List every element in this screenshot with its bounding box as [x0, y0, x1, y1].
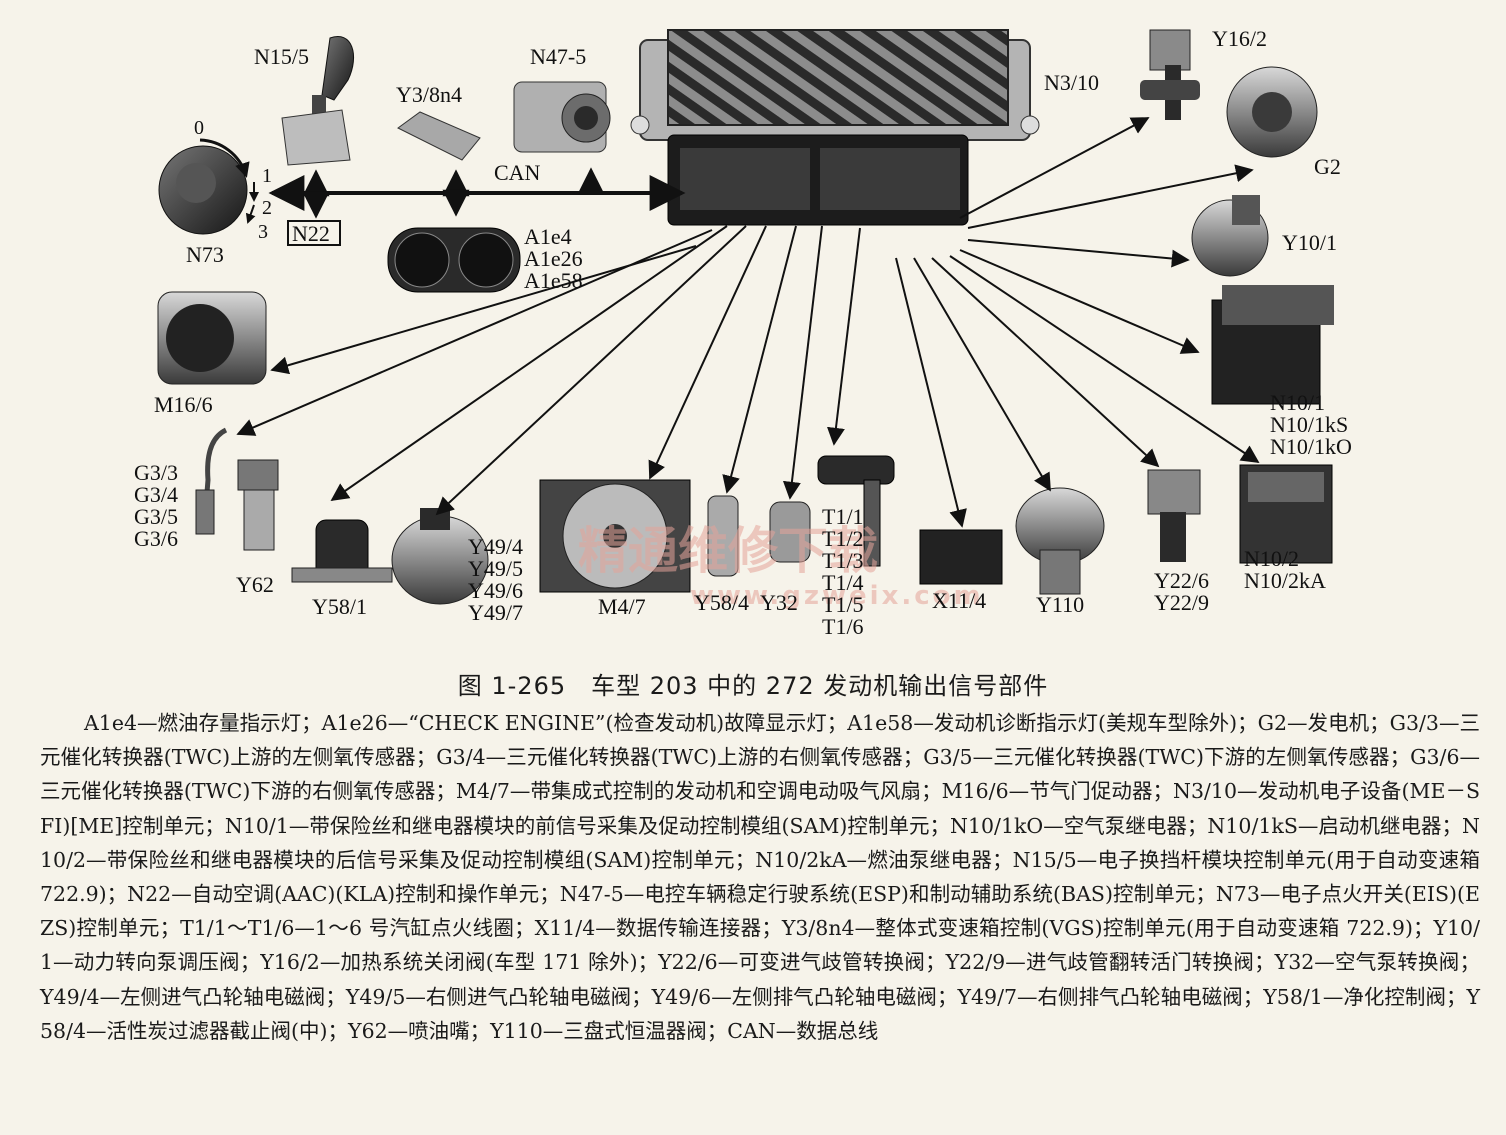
- label-n10-1-a: N10/1: [1270, 390, 1325, 415]
- figure-legend: A1e4—燃油存量指示灯；A1e26—“CHECK ENGINE”(检查发动机)…: [40, 711, 1480, 1043]
- label-y16-2: Y16/2: [1212, 26, 1267, 51]
- injector-y62: [237, 459, 279, 551]
- label-pos-1: 1: [262, 165, 272, 187]
- esp-unit-n47-5: [513, 81, 611, 153]
- label-n15-5: N15/5: [254, 44, 309, 69]
- steering-valve-y10-1: [1191, 195, 1269, 277]
- label-g3-3: G3/3: [134, 460, 178, 485]
- label-can: CAN: [494, 160, 541, 185]
- tcu-y3-8n4: [397, 111, 481, 161]
- label-t1-2: T1/2: [822, 526, 864, 551]
- fan-m4-7: [539, 479, 691, 593]
- label-n10-1-c: N10/1kO: [1270, 434, 1352, 459]
- output-arrows: [236, 117, 1260, 528]
- instrument-cluster-a1e: [387, 227, 521, 293]
- figure-caption: 图 1-265 车型 203 中的 272 发动机输出信号部件: [457, 672, 1049, 700]
- label-x11-4: X11/4: [932, 588, 986, 613]
- label-pos-3: 3: [258, 221, 268, 243]
- label-y32: Y32: [760, 590, 798, 615]
- purge-valve-y58-1: [291, 519, 393, 583]
- ignition-coil-t1: [817, 455, 895, 567]
- label-y110: Y110: [1036, 592, 1084, 617]
- label-y49-6: Y49/6: [468, 578, 523, 603]
- label-n10-2-a: N10/2: [1244, 546, 1299, 571]
- label-t1-4: T1/4: [822, 570, 864, 595]
- label-y22-6: Y22/6: [1154, 568, 1209, 593]
- valve-y22: [1147, 469, 1201, 562]
- label-t1-5: T1/5: [822, 592, 864, 617]
- label-g3-4: G3/4: [134, 482, 178, 507]
- component-diagram: 精通维修下载 www.gzweix.com N15/5 Y3/8n4 N47-5…: [134, 26, 1352, 639]
- o2-sensor-g3: [195, 427, 228, 535]
- label-n10-1-b: N10/1kS: [1270, 412, 1348, 437]
- label-n10-2-b: N10/2kA: [1244, 568, 1326, 593]
- label-y3-8n4: Y3/8n4: [396, 82, 462, 107]
- thermostat-y110: [1015, 487, 1105, 595]
- valve-y16-2: [1140, 29, 1200, 120]
- n22-box: [287, 220, 341, 246]
- label-a1e26: A1e26: [524, 246, 583, 271]
- label-m16-6: M16/6: [154, 392, 213, 417]
- label-a1e58: A1e58: [524, 268, 583, 293]
- label-n22: N22: [292, 221, 330, 246]
- label-y58-4: Y58/4: [694, 590, 749, 615]
- label-a1e4: A1e4: [524, 224, 572, 249]
- sam-module-n10-2: [1239, 464, 1333, 564]
- label-y10-1: Y10/1: [1282, 230, 1337, 255]
- valve-y32: [769, 501, 811, 563]
- label-n47-5: N47-5: [530, 44, 586, 69]
- watermark-text: 精通维修下载: [578, 522, 878, 580]
- label-n3-10: N3/10: [1044, 70, 1099, 95]
- label-g3-6: G3/6: [134, 526, 178, 551]
- label-y22-9: Y22/9: [1154, 590, 1209, 615]
- label-g2: G2: [1314, 154, 1341, 179]
- component-labels: N15/5 Y3/8n4 N47-5 N3/10 Y16/2 G2 Y10/1 …: [134, 26, 1352, 639]
- label-pos-0: 0: [194, 117, 204, 139]
- label-t1-1: T1/1: [822, 504, 864, 529]
- watermark-url: www.gzweix.com: [690, 581, 984, 611]
- label-y49-7: Y49/7: [468, 600, 523, 625]
- gear-selector-n15-5: [281, 36, 355, 166]
- label-y58-1: Y58/1: [312, 594, 367, 619]
- valve-y58-4: [707, 495, 739, 577]
- ecu-n3-10: [630, 29, 1040, 226]
- connector-x11-4: [919, 529, 1003, 585]
- label-m4-7: M4/7: [598, 594, 646, 619]
- sam-module-n10-1: [1211, 285, 1334, 405]
- label-pos-2: 2: [262, 197, 272, 219]
- alternator-g2: [1226, 66, 1318, 158]
- label-y62: Y62: [236, 572, 274, 597]
- label-g3-5: G3/5: [134, 504, 178, 529]
- label-n73: N73: [186, 242, 224, 267]
- label-t1-6: T1/6: [822, 614, 864, 639]
- label-t1-3: T1/3: [822, 548, 864, 573]
- throttle-m16-6: [157, 291, 267, 385]
- ignition-switch-n73: [158, 138, 259, 235]
- label-y49-5: Y49/5: [468, 556, 523, 581]
- label-y49-4: Y49/4: [468, 534, 523, 559]
